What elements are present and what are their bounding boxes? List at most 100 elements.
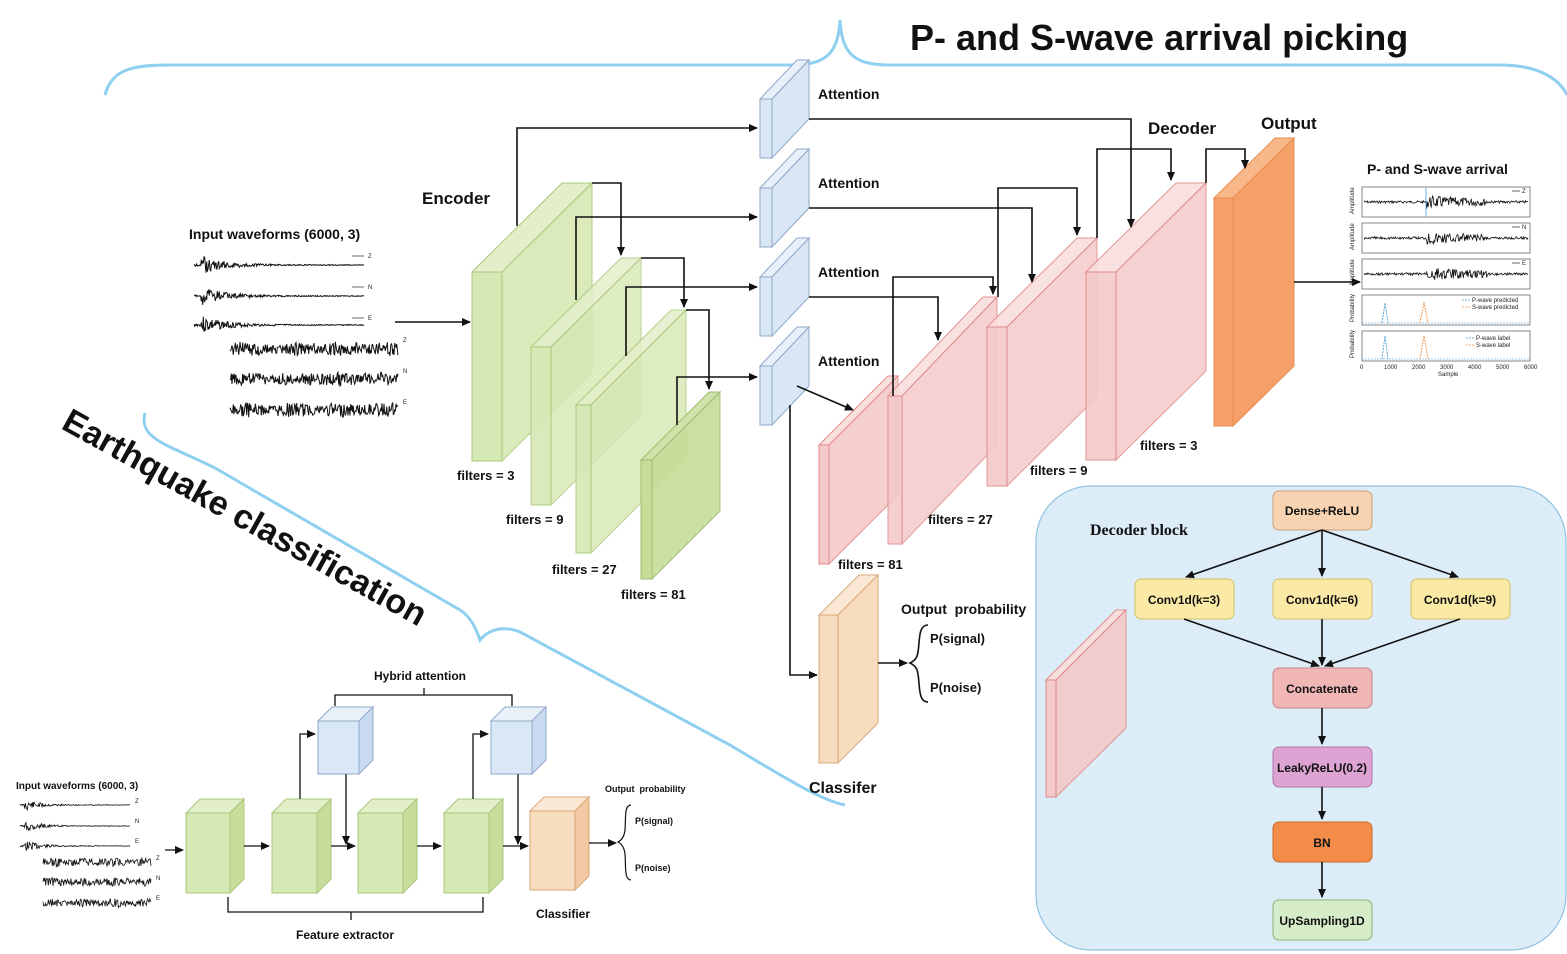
noise-legend-n: N bbox=[403, 369, 407, 375]
x-tick-3: 3000 bbox=[1440, 365, 1454, 371]
arrival-prob-label-pred: Probability bbox=[1350, 294, 1356, 322]
classification-brace bbox=[142, 412, 846, 807]
eq-legend-n: N bbox=[368, 285, 372, 291]
x-tick-2: 2000 bbox=[1412, 365, 1426, 371]
node-leaky-label: LeakyReLU(0.2) bbox=[1277, 761, 1367, 775]
legend-s-label: S-wave label bbox=[1476, 343, 1510, 349]
node-conv9-label: Conv1d(k=9) bbox=[1424, 593, 1496, 607]
lower-noise-legend-z: Z bbox=[156, 856, 160, 862]
lower-legend-e: E bbox=[135, 839, 139, 845]
feature-extractor-label: Feature extractor bbox=[296, 928, 394, 942]
lower-legend-n: N bbox=[135, 819, 139, 825]
x-tick-6: 6000 bbox=[1524, 365, 1538, 371]
hybrid-attention-bracket bbox=[334, 694, 513, 706]
encoder bbox=[470, 181, 722, 581]
classifier-output-title: Output probability bbox=[901, 601, 1026, 617]
attention-label-3: Attention bbox=[818, 264, 879, 280]
attention-blocks bbox=[758, 58, 811, 427]
arrival-trace-e bbox=[1363, 268, 1529, 280]
classifier-p-noise: P(noise) bbox=[930, 680, 981, 695]
arrival-prob-label-label: Probability bbox=[1350, 330, 1356, 358]
eq-trace-e bbox=[193, 316, 365, 332]
encoder-filters-1: filters = 3 bbox=[457, 468, 514, 483]
decoder-block-1 bbox=[817, 374, 900, 566]
x-tick-5: 5000 bbox=[1496, 365, 1510, 371]
noise-trace-e bbox=[229, 401, 399, 418]
attention-label-4: Attention bbox=[818, 353, 879, 369]
node-up-label: UpSampling1D bbox=[1279, 914, 1365, 928]
lower-arrows bbox=[165, 730, 617, 854]
node-conv6-label: Conv1d(k=6) bbox=[1286, 593, 1358, 607]
encoder-label: Encoder bbox=[422, 189, 490, 208]
lower-output-title: Output probability bbox=[605, 784, 686, 794]
eq-trace-z bbox=[193, 256, 365, 273]
noise-trace-z bbox=[229, 341, 399, 357]
legend-p-label: P-wave label bbox=[1476, 336, 1510, 342]
arrival-channel-z: Z bbox=[1522, 189, 1526, 195]
decoder-filters-2: filters = 27 bbox=[928, 512, 993, 527]
classifier-label: Classifer bbox=[809, 780, 877, 797]
arrival-channel-n: N bbox=[1522, 225, 1526, 231]
lower-noise-legend-n: N bbox=[156, 876, 160, 882]
decoder-block-arrows bbox=[1183, 529, 1461, 898]
arrival-trace-n bbox=[1363, 232, 1529, 246]
lower-noise-trace-z bbox=[42, 857, 152, 869]
lower-feature-blocks bbox=[184, 797, 505, 895]
output-block bbox=[1212, 136, 1296, 428]
lower-legend-z: Z bbox=[135, 799, 139, 805]
eq-legend-z: Z bbox=[368, 254, 372, 260]
x-axis-label: Sample bbox=[1438, 372, 1459, 378]
arrival-amp-label-e: Amplitude bbox=[1350, 259, 1356, 286]
x-tick-0: 0 bbox=[1360, 365, 1364, 371]
eq-legend-e: E bbox=[368, 316, 372, 322]
noise-legend-z: Z bbox=[403, 338, 407, 344]
lower-output-brace bbox=[616, 804, 632, 881]
decoder bbox=[817, 181, 1208, 566]
attention-block-3 bbox=[758, 236, 811, 338]
classifier-block bbox=[817, 573, 880, 765]
attention-label-1: Attention bbox=[818, 86, 879, 102]
picking-brace bbox=[103, 19, 1567, 96]
network-arrows bbox=[395, 118, 1361, 679]
attention-block-2 bbox=[758, 147, 811, 249]
eq-trace-n bbox=[193, 288, 365, 305]
decoder-label: Decoder bbox=[1148, 119, 1216, 138]
arrival-trace-z bbox=[1363, 194, 1529, 209]
decoder-filters-1: filters = 81 bbox=[838, 557, 903, 572]
attention-block-4 bbox=[758, 325, 811, 427]
classifier-output-brace bbox=[908, 624, 929, 703]
arrival-channel-e: E bbox=[1522, 261, 1526, 267]
arrival-plot-pred: Probability P-wave predicted S-wave pred… bbox=[1350, 294, 1531, 326]
hybrid-attention-label: Hybrid attention bbox=[374, 669, 466, 683]
decoder-filters-4: filters = 3 bbox=[1140, 438, 1197, 453]
encoder-block-4 bbox=[639, 390, 722, 581]
decoder-block-mini-slab bbox=[1044, 608, 1128, 799]
lower-attention-blocks bbox=[316, 705, 548, 776]
lower-input-label: Input waveforms (6000, 3) bbox=[16, 781, 138, 792]
decoder-block-panel: Decoder block Dense+ReLU Conv1d(k=3) Con… bbox=[1035, 485, 1567, 951]
lower-classifier-block bbox=[528, 795, 591, 892]
lower-eq-trace-n bbox=[19, 821, 131, 831]
lower-p-signal: P(signal) bbox=[635, 816, 673, 826]
arrival-plots: Amplitude Z Amplitude N Amplitude E Prob… bbox=[1350, 186, 1538, 378]
lower-eq-trace-e bbox=[19, 841, 131, 852]
lower-classifier-label: Classifier bbox=[536, 907, 590, 921]
classifier-p-signal: P(signal) bbox=[930, 631, 985, 646]
decoder-block-2 bbox=[886, 295, 999, 546]
lower-feature-block-2 bbox=[270, 797, 333, 895]
noise-trace-n bbox=[229, 370, 399, 388]
arrival-plot-n: Amplitude N bbox=[1350, 222, 1531, 254]
input-waveforms-label: Input waveforms (6000, 3) bbox=[189, 226, 360, 242]
decoder-filters-3: filters = 9 bbox=[1030, 463, 1087, 478]
node-concat-label: Concatenate bbox=[1286, 682, 1358, 696]
legend-p-pred: P-wave predicted bbox=[1472, 298, 1518, 304]
lower-attention-block-1 bbox=[316, 705, 375, 776]
p-pred-spike bbox=[1381, 302, 1389, 324]
lower-eq-trace-z bbox=[19, 801, 131, 811]
lower-p-noise: P(noise) bbox=[635, 863, 671, 873]
encoder-block-3 bbox=[574, 308, 688, 555]
lower-feature-block-3 bbox=[356, 797, 419, 895]
x-tick-1: 1000 bbox=[1384, 365, 1398, 371]
input-waveforms: Z N E Z N E bbox=[193, 254, 407, 418]
lower-input-waveforms: Z N E Z N E bbox=[19, 799, 160, 909]
